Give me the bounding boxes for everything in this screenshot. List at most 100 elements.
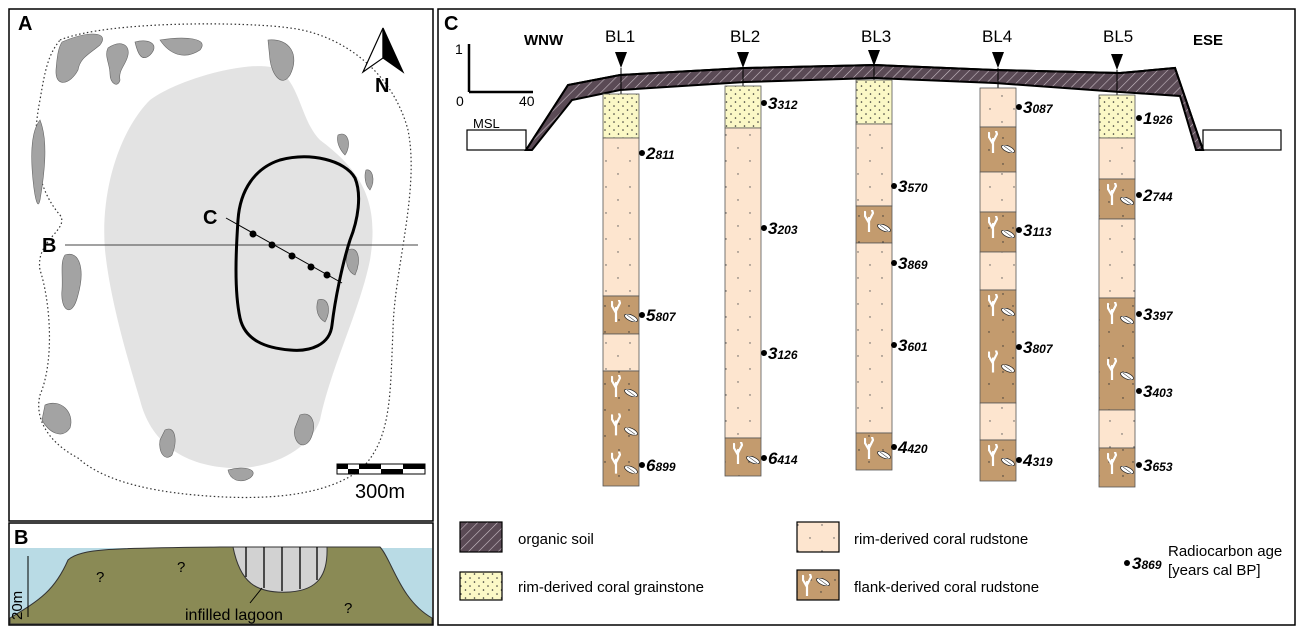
scale-label: 300m (355, 481, 405, 503)
radiocarbon-dot (761, 225, 767, 231)
legend-rim-swatch (796, 521, 840, 553)
question-mark-3: ? (344, 600, 352, 617)
core-segment (979, 251, 1017, 291)
core-segment (602, 333, 640, 372)
core-segment (724, 127, 762, 439)
radiocarbon-age-label: 3126 (768, 344, 798, 363)
core-segment (855, 432, 893, 471)
radiocarbon-age-label: 3203 (768, 219, 798, 238)
core-location-arrow-icon (615, 52, 627, 68)
legend-soil-swatch (459, 521, 503, 553)
core-location-arrow-icon (868, 50, 880, 66)
radiocarbon-age-label: 3403 (1143, 382, 1173, 401)
direction-wnw: WNW (524, 32, 564, 49)
panel-a-label: A (18, 13, 32, 35)
radiocarbon-dot (891, 342, 897, 348)
core-segment (1098, 409, 1136, 449)
core-name-label: BL5 (1103, 27, 1133, 46)
transect-b-label: B (42, 235, 56, 257)
radiocarbon-age-label: 3087 (1023, 98, 1054, 117)
radiocarbon-dot (1016, 344, 1022, 350)
radiocarbon-dot (761, 350, 767, 356)
legend-radiocarbon-line1: Radiocarbon age (1168, 543, 1282, 560)
core-name-label: BL4 (982, 27, 1012, 46)
radiocarbon-dot (891, 444, 897, 450)
scale-bar (336, 463, 426, 475)
radiocarbon-dot (761, 100, 767, 106)
radiocarbon-age-label: 3601 (898, 336, 928, 355)
lagoon-area (104, 66, 373, 469)
radiocarbon-age-label: 6414 (768, 449, 798, 468)
legend-flank-rudstone: flank-derived coral rudstone (854, 579, 1039, 596)
core-segment (602, 295, 640, 335)
scale-vertical-label: 1 (455, 41, 463, 57)
core-segment (602, 370, 640, 487)
legend-grainstone: rim-derived coral grainstone (518, 579, 704, 596)
radiocarbon-age-label: 3113 (1023, 221, 1052, 240)
north-label: N (375, 75, 389, 97)
radiocarbon-dot (639, 150, 645, 156)
radiocarbon-dot (1136, 311, 1142, 317)
question-mark-1: ? (96, 569, 104, 586)
core-segment (1098, 137, 1136, 180)
scale-horizontal-label: 40 (519, 93, 535, 109)
radiocarbon-age-label: 3312 (768, 94, 798, 113)
infilled-lagoon-label: infilled lagoon (185, 607, 283, 624)
depth-label: 20m (9, 591, 26, 620)
radiocarbon-age-label: 3807 (1023, 338, 1054, 357)
infilled-lagoon-area (232, 546, 328, 593)
core-segment (1098, 297, 1136, 411)
radiocarbon-age-label: 3397 (1143, 305, 1174, 324)
core-segment (724, 437, 762, 477)
radiocarbon-dot (1136, 192, 1142, 198)
msl-label: MSL (473, 116, 500, 131)
radiocarbon-dot (1016, 104, 1022, 110)
legend-radiocarbon-line2: [years cal BP] (1168, 562, 1261, 579)
radiocarbon-dot (761, 455, 767, 461)
study-area-outline (234, 155, 361, 352)
reef-flat-patches (31, 33, 374, 482)
core-segment (979, 87, 1017, 128)
radiocarbon-age-label: 2811 (645, 144, 675, 163)
core-segment (979, 402, 1017, 441)
radiocarbon-age-label: 3570 (898, 177, 928, 196)
panel-b: B 20m ? ? ? infilled lagoon (8, 522, 434, 626)
radiocarbon-dot (1016, 227, 1022, 233)
radiocarbon-age-label: 1926 (1143, 109, 1173, 128)
core-location-arrow-icon (1111, 54, 1123, 70)
core-segment (855, 79, 893, 125)
scale-zero-label: 0 (456, 93, 464, 109)
radiocarbon-age-label: 3869 (898, 254, 928, 273)
core-segment (602, 137, 640, 297)
panel-b-label: B (14, 527, 28, 549)
core-segment (1098, 94, 1136, 139)
radiocarbon-dot (891, 183, 897, 189)
core-segment (979, 171, 1017, 213)
legend-grainstone-swatch (459, 571, 503, 601)
radiocarbon-dot (891, 260, 897, 266)
radiocarbon-dot (1136, 388, 1142, 394)
core-lines (245, 547, 318, 591)
scale-l (467, 44, 533, 94)
radiocarbon-age-label: 5807 (646, 306, 677, 325)
legend-flank-swatch (796, 569, 840, 601)
core-segment (979, 289, 1017, 404)
msl-box-left (466, 129, 527, 151)
radiocarbon-dot (639, 462, 645, 468)
core-name-label: BL2 (730, 27, 760, 46)
north-arrow-icon (361, 27, 405, 74)
core-location-arrow-icon (992, 52, 1004, 68)
core-segment (602, 93, 640, 139)
cores: BL1281158076899BL23312320331266414BL3357… (602, 27, 1174, 488)
legend-organic-soil: organic soil (518, 531, 594, 548)
core-name-label: BL3 (861, 27, 891, 46)
legend-age-example: 3869 (1132, 554, 1162, 573)
core-location-dots (249, 230, 331, 279)
radiocarbon-age-label: 6899 (646, 456, 676, 475)
core-segment (855, 242, 893, 434)
